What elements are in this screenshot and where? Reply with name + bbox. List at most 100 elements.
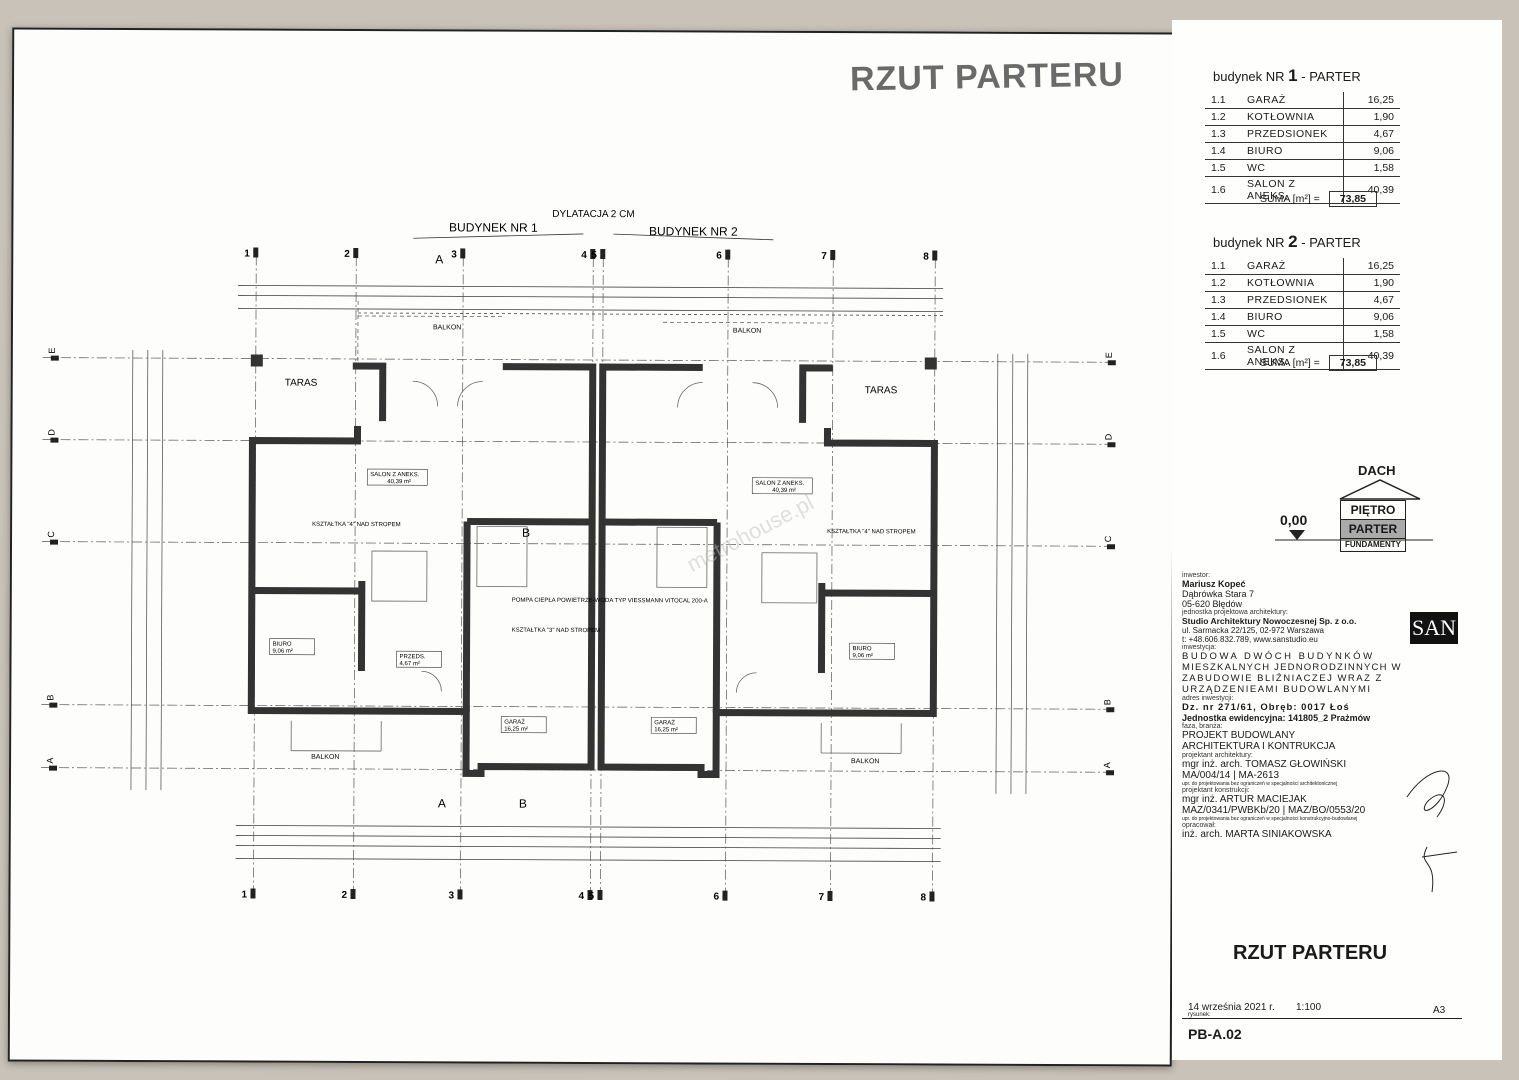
dylatacja-label: DYLATACJA 2 CM: [552, 209, 634, 220]
axis-number-top-2: 3: [451, 249, 457, 260]
area-table-1-suffix: - PARTER: [1301, 69, 1361, 84]
note-ksztaltka-4-b2: KSZTAŁTKA "4" NAD STROPEM: [827, 529, 916, 535]
axis-number-top-4: 5: [591, 250, 597, 261]
balkon-label-2: BALKON: [733, 328, 761, 335]
axis-letter-left-2: C: [46, 531, 56, 538]
area-cell-area: 9,06: [1343, 308, 1400, 326]
section-mark-a-top: A: [435, 252, 443, 266]
tb-proj-arch-cap: projektant architektury:: [1182, 752, 1253, 759]
room-tag-garaz-area: 16,25 m²: [504, 727, 528, 733]
axis-letter-right-3: B: [1102, 699, 1112, 705]
walls-building-1: [247, 362, 597, 778]
level-fundamenty: FUNDAMENTY: [1340, 538, 1406, 552]
axis-number-top-0: 1: [244, 248, 250, 259]
area-table-2-sum-label: SUMA [m²] =: [1260, 357, 1320, 369]
area-cell-id: 1.5: [1205, 325, 1241, 343]
tb-oprac-cap: opracował:: [1182, 822, 1216, 829]
axis-marker: [1106, 707, 1115, 713]
area-cell-area: 16,25: [1343, 258, 1400, 275]
tb-inwestor-1: Dąbrówka Stara 7: [1182, 589, 1255, 599]
room-tag-biuro-name: BIURO: [273, 642, 292, 648]
tb-inwestor-cap: inwestor:: [1182, 572, 1211, 579]
tb-adres-0: Dz. nr 271/61, Obręb: 0017 Łoś: [1182, 702, 1350, 713]
area-table-2-suffix: - PARTER: [1301, 235, 1361, 250]
axis-number-top-6: 7: [821, 251, 827, 262]
balkon-label-4: BALKON: [851, 758, 879, 765]
axis-marker: [250, 888, 256, 899]
axis-marker: [929, 891, 935, 902]
axis-letter-right-2: C: [1103, 535, 1113, 542]
axis-marker: [600, 249, 606, 260]
area-table-1-title: budynek NR 1 - PARTER: [1213, 66, 1361, 86]
balkon-label-1: BALKON: [433, 324, 461, 331]
axis-number-top-1: 2: [344, 249, 350, 260]
tb-proj-konst-cap: projektant konstrukcji:: [1182, 787, 1250, 794]
tb-jednostka-1: ul. Sarmacka 22/125, 02-972 Warszawa: [1182, 626, 1324, 635]
area-cell-id: 1.3: [1205, 291, 1241, 309]
tb-sheet-name: RZUT PARTERU: [1233, 942, 1388, 964]
tb-proj-konst-note: upr. do projektowania bez ograniczeń w s…: [1182, 816, 1358, 822]
tb-inwestor-2: 05-620 Błędów: [1182, 599, 1243, 609]
room-tag-salon2-name: SALON Z ANEKS.: [755, 481, 804, 487]
room-tag-salon2-area: 40,39 m²: [772, 488, 796, 494]
area-cell-name: PRZEDSIONEK: [1241, 125, 1344, 143]
axis-grid-horizontal: [41, 357, 1113, 773]
axis-marker: [1106, 770, 1115, 776]
area-table-2-number: 2: [1288, 232, 1298, 251]
axis-marker: [49, 765, 58, 771]
axis-letter-left-4: A: [45, 758, 55, 764]
page-title: RZUT PARTERU: [849, 55, 1125, 99]
room-tags: SALON Z ANEKS. 40,39 m² SALON Z ANEKS. 4…: [269, 468, 916, 734]
area-cell-id: 1.1: [1205, 92, 1241, 109]
axis-letter-left-0: E: [47, 348, 57, 354]
interior-details: [290, 300, 902, 754]
area-cell-area: 1,90: [1343, 108, 1400, 126]
axis-marker: [587, 889, 593, 901]
axis-number-top-5: 6: [716, 251, 722, 262]
room-tag-salon-area: 40,39 m²: [387, 479, 411, 485]
room-tag-biuro2-name: BIURO: [853, 646, 872, 652]
area-cell-area: 40,39: [1343, 342, 1400, 370]
area-cell-name: BIURO: [1241, 308, 1344, 326]
taras-label-1: TARAS: [285, 378, 318, 389]
area-cell-id: 1.2: [1205, 274, 1241, 292]
area-cell-area: 4,67: [1343, 125, 1400, 143]
tb-date: 14 września 2021 r.: [1188, 1002, 1275, 1013]
axis-letter-right-4: A: [1102, 762, 1112, 768]
room-tag-biuro-area: 9,06 m²: [273, 649, 293, 655]
san-logo: SAN: [1410, 612, 1458, 644]
section-mark-a-bottom: A: [438, 796, 446, 810]
dimension-lines-top: [235, 285, 944, 862]
area-table-1-prefix: budynek NR: [1213, 69, 1285, 84]
area-cell-id: 1.3: [1205, 125, 1241, 143]
area-table-1-sum: SUMA [m²] = 73,85: [1260, 191, 1378, 207]
axis-number-bottom-1: 2: [341, 890, 347, 901]
area-table-2-sum: SUMA [m²] = 73,85: [1260, 355, 1378, 371]
title-block: inwestor: Mariusz Kopeć Dąbrówka Stara 7…: [1182, 572, 1462, 893]
area-cell-area: 16,25: [1343, 92, 1400, 109]
section-marks: A A B B: [435, 252, 530, 810]
axis-marker: [49, 702, 58, 708]
area-cell-id: 1.5: [1205, 159, 1241, 177]
area-cell-name: WC: [1241, 159, 1344, 177]
area-cell-id: 1.6: [1205, 176, 1241, 204]
axis-number-bottom-7: 8: [920, 892, 926, 903]
dimension-lines-side: [130, 349, 1029, 794]
tb-inwestycja-cap: inwestycja:: [1182, 644, 1217, 651]
roof-icon: [1339, 479, 1421, 500]
axis-number-bottom-0: 1: [241, 889, 247, 900]
axis-marker: [353, 247, 359, 258]
area-cell-name: GARAŻ: [1241, 258, 1344, 275]
area-cell-area: 1,90: [1343, 274, 1400, 292]
room-tag-przeds-area: 4,67 m²: [399, 661, 419, 667]
axis-number-bottom-3: 4: [578, 891, 584, 902]
area-cell-name: GARAŻ: [1241, 92, 1344, 109]
